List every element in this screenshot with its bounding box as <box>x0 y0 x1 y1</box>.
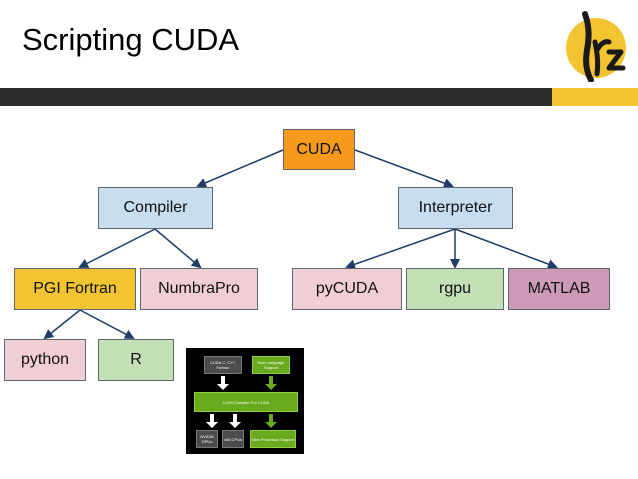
inset-new-language: New Language Support <box>252 356 290 374</box>
edge-interpreter-matlab <box>454 228 558 269</box>
inset-new-processor: New Processor Support <box>250 430 296 448</box>
edge-interpreter-pycuda <box>345 228 456 270</box>
edge-compiler-pgi <box>78 228 156 268</box>
edge-compiler-numbra <box>154 228 202 269</box>
node-r: R <box>98 339 174 381</box>
node-pycuda: pyCUDA <box>292 268 402 310</box>
node-compiler: Compiler <box>98 187 213 229</box>
node-matlab: MATLAB <box>508 268 610 310</box>
title-accent-bar <box>552 88 638 106</box>
inset-llvm-compiler: LLVM Compiler For CUDA <box>194 392 298 412</box>
node-pgi-fortran: PGI Fortran <box>14 268 136 310</box>
edge-pgi-r <box>79 309 135 339</box>
lrz-logo <box>566 11 626 82</box>
inset-arrow-down-2 <box>265 376 277 390</box>
node-interpreter: Interpreter <box>398 187 513 229</box>
inset-arrow-down-5 <box>265 414 277 428</box>
llvm-compiler-figure: CUDA C, C++, Fortran New Language Suppor… <box>186 348 304 454</box>
edge-pgi-python <box>43 309 81 340</box>
inset-arrow-down-3 <box>206 414 218 428</box>
inset-nvidia-gpus: NVIDIA GPUs <box>196 430 218 448</box>
edge-cuda-compiler <box>196 149 284 188</box>
inset-arrow-down-4 <box>229 414 241 428</box>
node-python: python <box>4 339 86 381</box>
inset-arrow-down-1 <box>217 376 229 390</box>
slide-title: Scripting CUDA <box>22 22 240 57</box>
inset-arrows <box>206 376 277 428</box>
node-cuda: CUDA <box>283 129 355 170</box>
inset-x86-cpus: x86 CPUs <box>222 430 244 448</box>
title-underline-bar <box>0 88 552 106</box>
node-rgpu: rgpu <box>406 268 504 310</box>
edge-cuda-interpreter <box>354 149 454 188</box>
inset-cuda-languages: CUDA C, C++, Fortran <box>204 356 242 374</box>
node-numbrapro: NumbraPro <box>140 268 258 310</box>
